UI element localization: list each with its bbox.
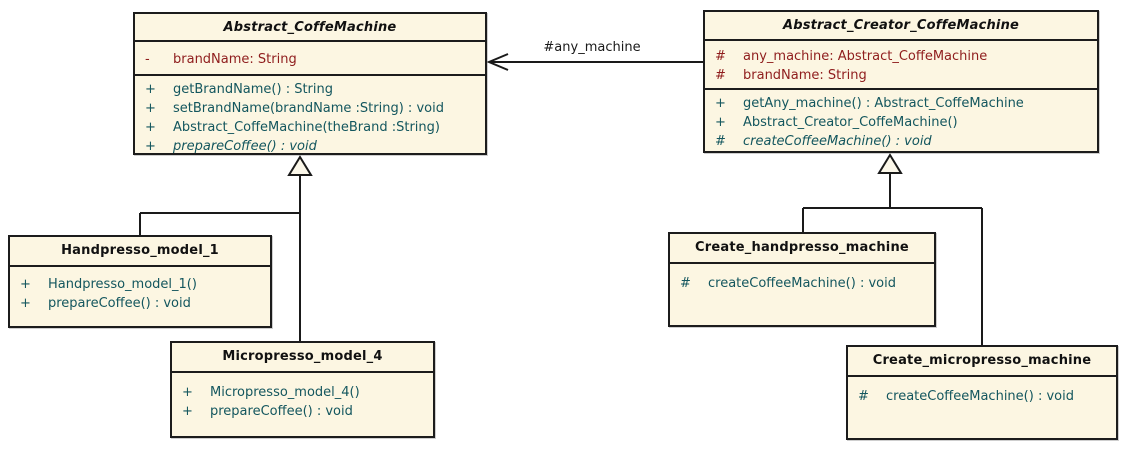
class-title: Create_handpresso_machine (670, 234, 934, 264)
operations-compartment: + Micropresso_model_4() + prepareCoffee(… (172, 373, 433, 436)
visibility-symbol: + (715, 114, 726, 130)
open-arrowhead-icon (486, 53, 509, 71)
method-text: getAny_machine() : Abstract_CoffeMachine (743, 95, 1024, 111)
association-label: #any_machine (543, 40, 640, 55)
visibility-symbol: + (20, 296, 31, 311)
method-row: + Abstract_CoffeMachine(theBrand :String… (145, 118, 481, 137)
visibility-symbol: # (715, 49, 726, 65)
visibility-symbol: # (680, 276, 691, 291)
visibility-symbol: # (858, 389, 869, 404)
operations-compartment: # createCoffeeMachine() : void (670, 264, 934, 325)
operations-compartment: + getAny_machine() : Abstract_CoffeMachi… (705, 90, 1097, 151)
method-row: + prepareCoffee() : void (182, 402, 429, 421)
generalization-triangle-icon (877, 153, 903, 174)
class-box-create-handpresso-machine[interactable]: Create_handpresso_machine # createCoffee… (668, 232, 936, 327)
attribute-row: # any_machine: Abstract_CoffeMachine (715, 47, 1093, 66)
method-row: + Handpresso_model_1() (20, 275, 266, 294)
visibility-symbol: + (182, 385, 193, 400)
visibility-symbol: + (145, 120, 156, 136)
method-text: setBrandName(brandName :String) : void (173, 101, 444, 117)
generalization-left-tree (139, 155, 313, 341)
method-row: + getAny_machine() : Abstract_CoffeMachi… (715, 94, 1093, 113)
association-any-machine: #any_machine (486, 40, 703, 71)
method-text: prepareCoffee() : void (48, 296, 191, 311)
method-row-abstract: + prepareCoffee() : void (145, 137, 481, 153)
attribute-text: brandName: String (173, 52, 297, 68)
method-text: Abstract_CoffeMachine(theBrand :String) (173, 120, 440, 136)
class-box-abstract-creator-coffemachine[interactable]: Abstract_Creator_CoffeMachine # any_mach… (703, 10, 1099, 153)
method-text: prepareCoffee() : void (210, 404, 353, 419)
method-row: + prepareCoffee() : void (20, 294, 266, 313)
visibility-symbol: - (145, 52, 150, 68)
class-title: Abstract_CoffeMachine (135, 14, 485, 43)
visibility-symbol: + (145, 139, 156, 153)
class-box-abstract-coffemachine[interactable]: Abstract_CoffeMachine - brandName: Strin… (133, 12, 487, 155)
method-text: Abstract_Creator_CoffeMachine() (743, 114, 958, 130)
method-text: prepareCoffee() : void (173, 139, 317, 153)
method-row: # createCoffeeMachine() : void (858, 387, 1112, 406)
class-title: Abstract_Creator_CoffeMachine (705, 12, 1097, 42)
visibility-symbol: + (145, 101, 156, 117)
visibility-symbol: + (715, 95, 726, 111)
visibility-symbol: + (182, 404, 193, 419)
attribute-text: any_machine: Abstract_CoffeMachine (743, 49, 988, 65)
visibility-symbol: # (715, 133, 726, 149)
visibility-symbol: # (715, 68, 726, 84)
method-text: getBrandName() : String (173, 82, 334, 98)
method-text: Handpresso_model_1() (48, 277, 197, 292)
operations-compartment: # createCoffeeMachine() : void (848, 377, 1116, 438)
method-row: # createCoffeeMachine() : void (680, 274, 930, 293)
method-row-abstract: # createCoffeeMachine() : void (715, 132, 1093, 151)
method-row: + Abstract_Creator_CoffeMachine() (715, 113, 1093, 132)
operations-compartment: + getBrandName() : String + setBrandName… (135, 76, 485, 153)
attributes-compartment: - brandName: String (135, 42, 485, 77)
class-title: Create_micropresso_machine (848, 347, 1116, 377)
class-title: Micropresso_model_4 (172, 343, 433, 373)
operations-compartment: + Handpresso_model_1() + prepareCoffee()… (10, 267, 270, 326)
class-box-create-micropresso-machine[interactable]: Create_micropresso_machine # createCoffe… (846, 345, 1118, 440)
class-box-handpresso-model-1[interactable]: Handpresso_model_1 + Handpresso_model_1(… (8, 235, 272, 328)
method-text: Micropresso_model_4() (210, 385, 360, 400)
attribute-row: # brandName: String (715, 66, 1093, 85)
class-title: Handpresso_model_1 (10, 237, 270, 267)
visibility-symbol: + (20, 277, 31, 292)
method-text: createCoffeeMachine() : void (708, 276, 896, 291)
method-text: createCoffeeMachine() : void (886, 389, 1074, 404)
method-row: + setBrandName(brandName :String) : void (145, 99, 481, 118)
method-row: + Micropresso_model_4() (182, 383, 429, 402)
class-box-micropresso-model-4[interactable]: Micropresso_model_4 + Micropresso_model_… (170, 341, 435, 438)
method-text: createCoffeeMachine() : void (743, 133, 932, 149)
attribute-text: brandName: String (743, 68, 867, 84)
attribute-row: - brandName: String (145, 50, 481, 69)
visibility-symbol: + (145, 82, 156, 98)
method-row: + getBrandName() : String (145, 80, 481, 99)
generalization-triangle-icon (287, 155, 313, 176)
generalization-right-tree (802, 153, 983, 346)
attributes-compartment: # any_machine: Abstract_CoffeMachine # b… (705, 41, 1097, 90)
